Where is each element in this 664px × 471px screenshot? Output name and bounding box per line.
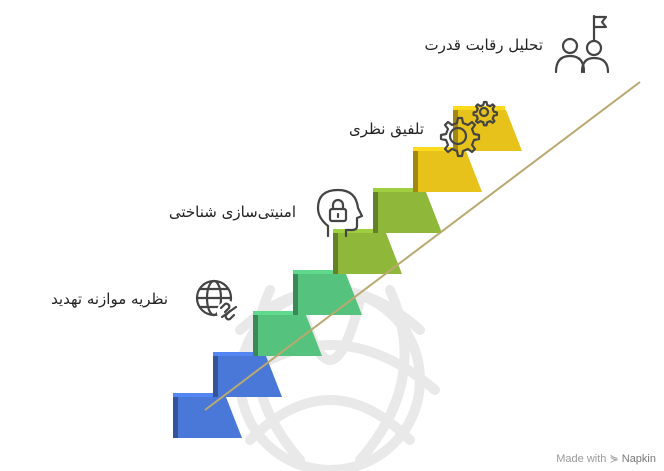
stair-tread-1-1 — [173, 393, 225, 397]
stair-riser-4-1 — [413, 151, 418, 192]
stair-riser-1-1 — [173, 397, 178, 438]
made-with-napkin-watermark: Made with ⋟ Napkin — [556, 452, 656, 465]
stair-step-1-1 — [178, 397, 242, 438]
napkin-logo-icon: ⋟ — [609, 453, 619, 465]
globe-unlink-icon — [195, 279, 240, 324]
stair-step-2-2 — [298, 274, 362, 315]
stair-riser-3-1 — [333, 233, 338, 274]
staircase-handrail — [204, 81, 641, 411]
watermark-brand: Napkin — [621, 453, 656, 465]
gears-icon — [439, 100, 498, 158]
people-flag-icon — [554, 14, 610, 74]
stair-step-4-2 — [458, 110, 522, 151]
head-lock-icon — [316, 188, 364, 238]
stair-step-2-1 — [258, 315, 322, 356]
stair-riser-3-2 — [373, 192, 378, 233]
staircase-steps — [173, 106, 522, 438]
stair-riser-4-2 — [453, 110, 458, 151]
step-label-power-competition: تحلیل رقابت قدرت — [424, 36, 543, 54]
step-label-cognitive-securitization: امنیتی‌سازی شناختی — [168, 203, 296, 221]
step-label-threat-balance: نظریه موازنه تهدید — [51, 290, 168, 308]
stair-tread-3-1 — [333, 229, 385, 233]
stair-step-3-1 — [338, 233, 402, 274]
step-label-theoretical-integration: تلفیق نظری — [348, 120, 424, 138]
stair-riser-1-2 — [213, 356, 218, 397]
stair-riser-2-2 — [293, 274, 298, 315]
stair-tread-3-2 — [373, 188, 425, 192]
stair-step-4-1 — [418, 151, 482, 192]
stair-riser-2-1 — [253, 315, 258, 356]
stair-tread-1-2 — [213, 352, 265, 356]
stair-tread-2-1 — [253, 311, 305, 315]
stair-tread-2-2 — [293, 270, 345, 274]
stair-tread-4-2 — [453, 106, 505, 110]
watermark-prefix: Made with — [556, 453, 607, 465]
stair-tread-4-1 — [413, 147, 465, 151]
stair-step-3-2 — [378, 192, 442, 233]
